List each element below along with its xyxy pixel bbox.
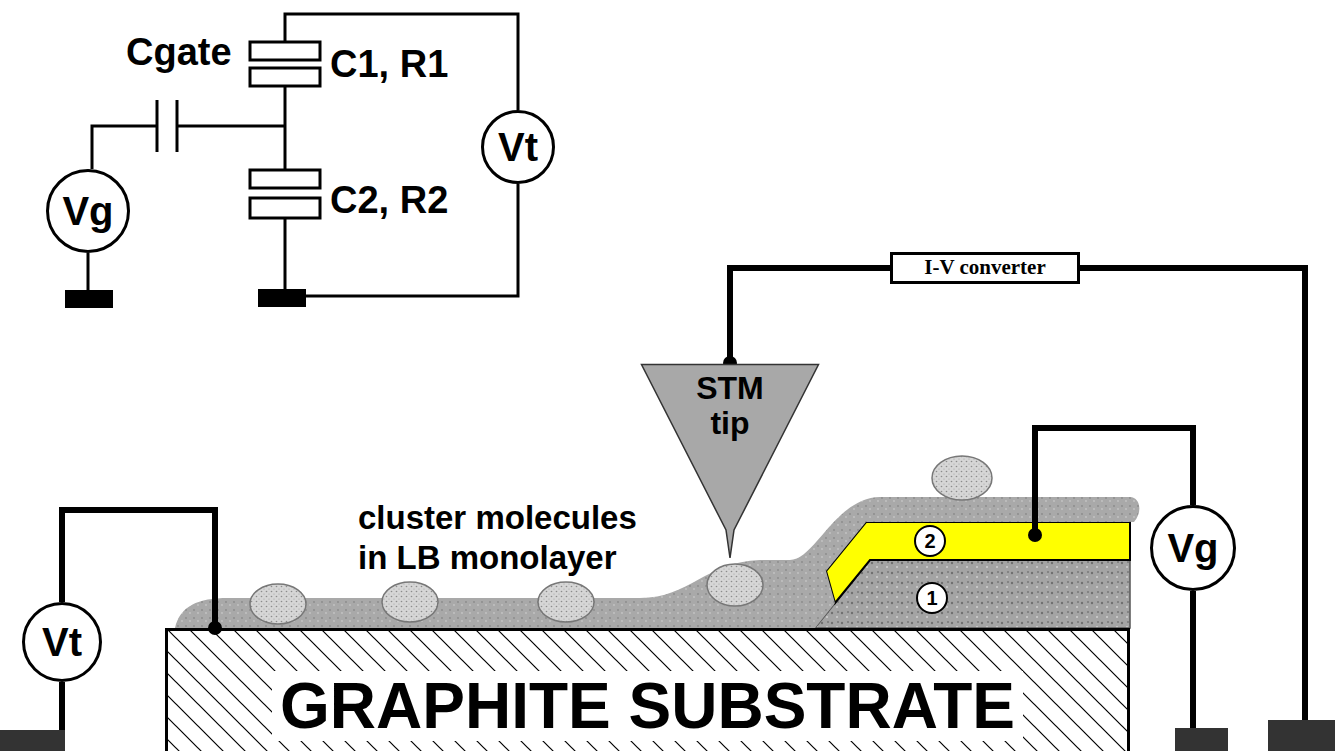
substrate-block: GRAPHITE SUBSTRATE <box>165 628 1130 751</box>
voltmeter-circle: Vt <box>481 110 555 184</box>
node-text: Vt <box>42 620 82 664</box>
node-text: GRAPHITE SUBSTRATE <box>272 671 1023 741</box>
tip-shape <box>642 365 819 559</box>
capacitor-plate <box>156 100 159 152</box>
callout-number: 2 <box>914 525 946 557</box>
substrate-hatch <box>165 628 1130 751</box>
contact-dot <box>1028 528 1042 542</box>
cluster-molecule <box>707 564 763 606</box>
ground-symbol <box>1175 728 1228 751</box>
cluster-molecule <box>932 456 992 500</box>
junction-symbol <box>250 198 320 218</box>
junction-symbol <box>250 170 320 188</box>
ground-symbol <box>65 290 113 308</box>
ground-wire <box>59 682 65 730</box>
ground-wire <box>1190 591 1196 728</box>
component-label: C1, R1 <box>330 44 448 86</box>
ground-symbol <box>258 289 306 307</box>
node-text: Vg <box>1167 526 1218 570</box>
circuit-wire <box>87 253 90 290</box>
node-text: STM tip <box>696 371 764 441</box>
callout-number: 2 <box>924 530 935 552</box>
node-text: Vt <box>498 125 538 169</box>
annotation-note: cluster molecules in LB monolayer <box>358 498 658 578</box>
ground-symbol <box>1268 720 1335 751</box>
circuit-wire <box>284 86 287 170</box>
circuit-wire <box>285 14 518 110</box>
ground-symbol <box>0 730 65 751</box>
voltage-source-circle: Vg <box>46 169 130 253</box>
node-text: I-V converter <box>924 256 1045 279</box>
stm-tip: STM tip <box>640 363 820 558</box>
node-text: Vg <box>62 189 113 233</box>
voltmeter-circle: Vt <box>22 602 102 682</box>
connection-wire <box>730 268 890 363</box>
gate-electrode <box>826 522 1130 603</box>
capacitor-plate <box>176 100 179 152</box>
junction-symbol <box>250 42 320 60</box>
cluster-molecule <box>538 582 594 622</box>
junction-symbol <box>250 68 320 86</box>
circuit-wire <box>92 126 157 169</box>
circuit-wire <box>177 125 285 128</box>
cluster-molecule <box>382 582 438 622</box>
lb-monolayer <box>175 497 1139 628</box>
component-label: C2, R2 <box>330 180 448 222</box>
cluster-molecule <box>250 584 306 624</box>
callout-number: 1 <box>926 587 937 609</box>
callout-number: 1 <box>916 582 948 614</box>
voltage-source-circle: Vg <box>1150 505 1236 591</box>
converter-box: I-V converter <box>890 252 1080 283</box>
component-label: Cgate <box>126 32 232 74</box>
